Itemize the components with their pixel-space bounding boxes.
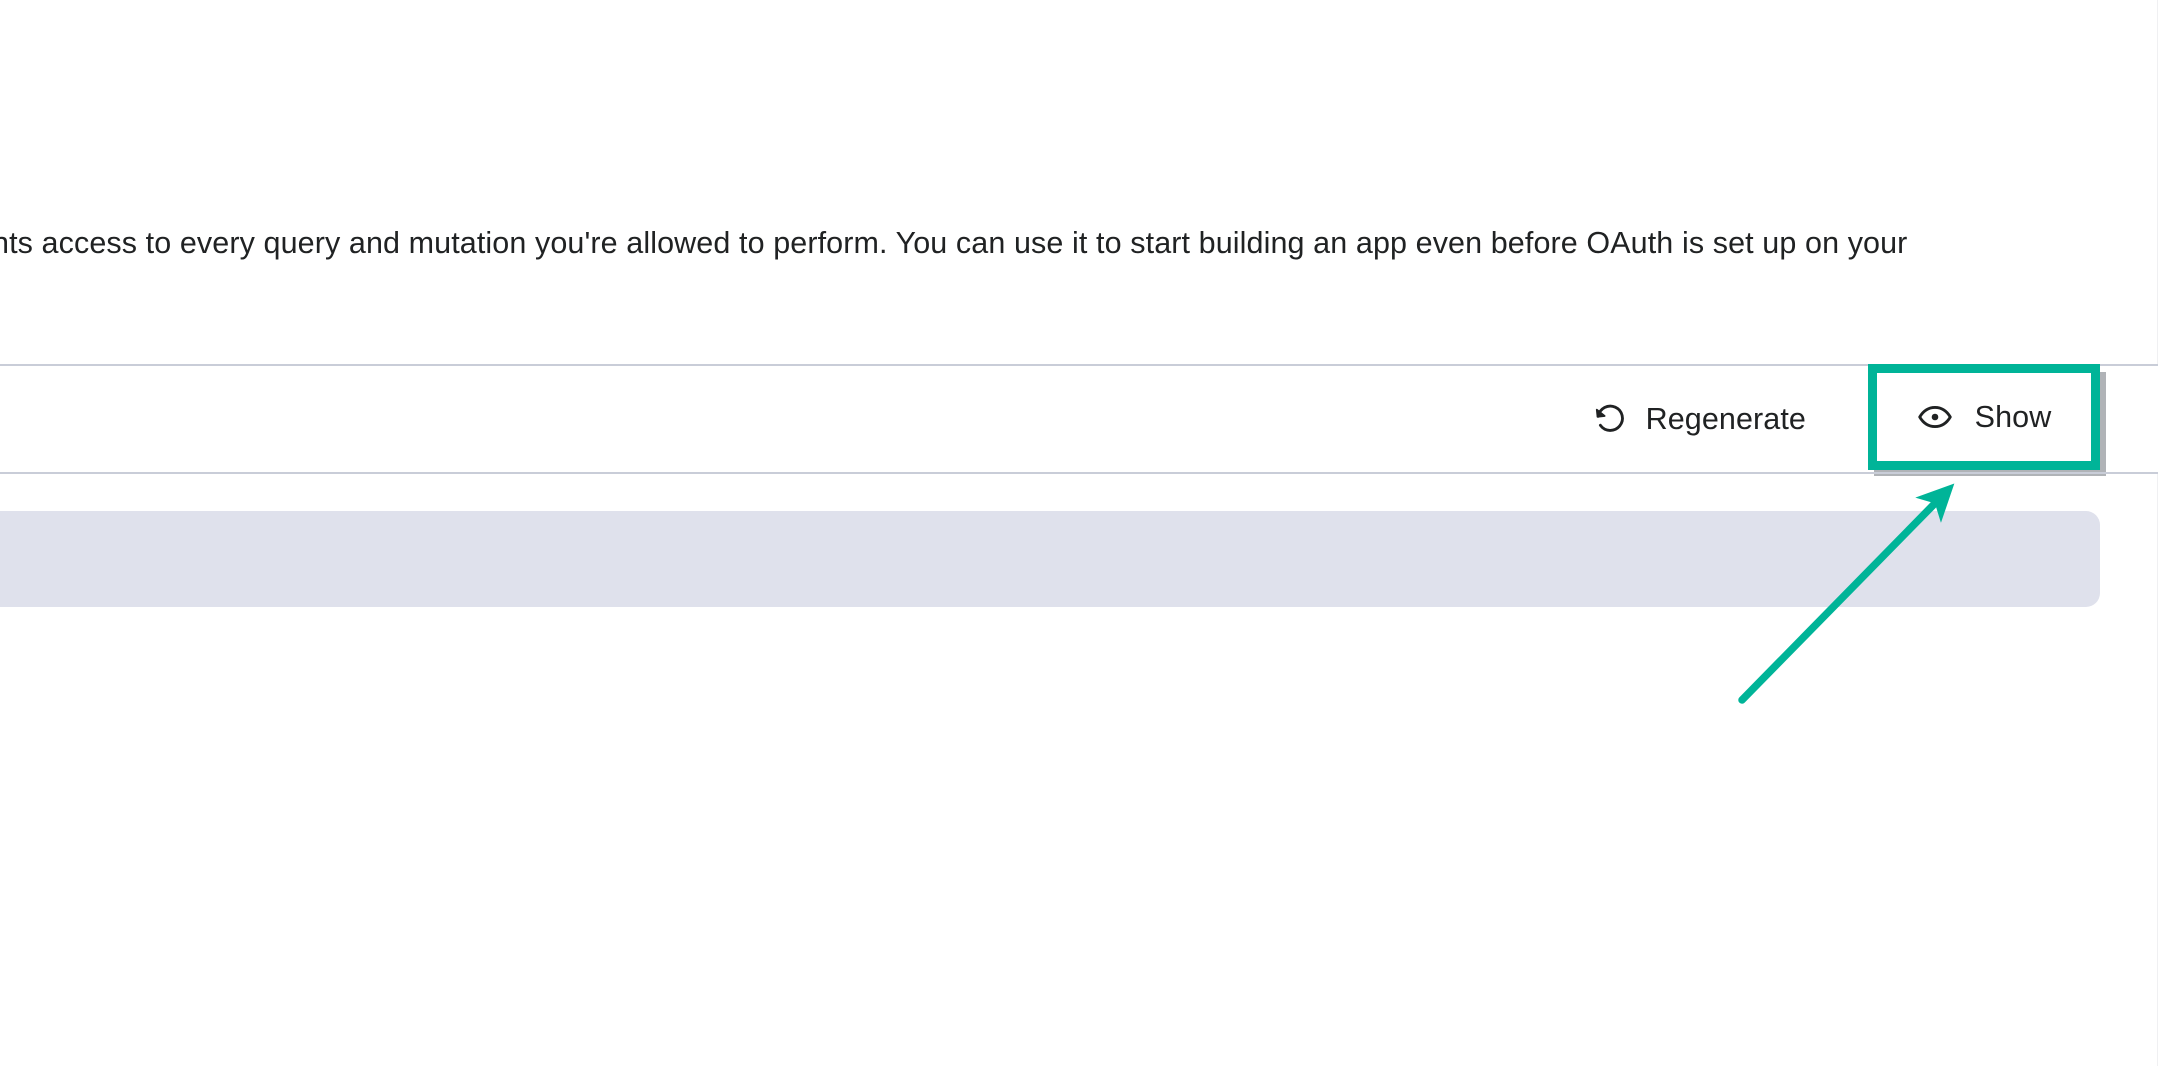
- rotate-counterclockwise-icon: [1592, 401, 1628, 437]
- highlight-frame: [1868, 364, 2100, 470]
- show-button-highlight-wrapper: Show: [1868, 364, 2106, 476]
- regenerate-button[interactable]: Regenerate: [1572, 389, 1826, 449]
- card-right-edge: [2157, 0, 2158, 1066]
- token-description-text: nts access to every query and mutation y…: [0, 225, 1908, 260]
- show-button[interactable]: Show: [1877, 373, 2091, 461]
- show-button-label: Show: [1974, 399, 2052, 434]
- token-action-row: Regenerate: [0, 366, 2158, 472]
- masked-token-field[interactable]: [0, 511, 2100, 607]
- eye-icon: [1917, 399, 1953, 435]
- regenerate-button-label: Regenerate: [1645, 401, 1806, 436]
- divider-above-actions: [0, 364, 2158, 366]
- divider-below-actions: [0, 472, 2158, 474]
